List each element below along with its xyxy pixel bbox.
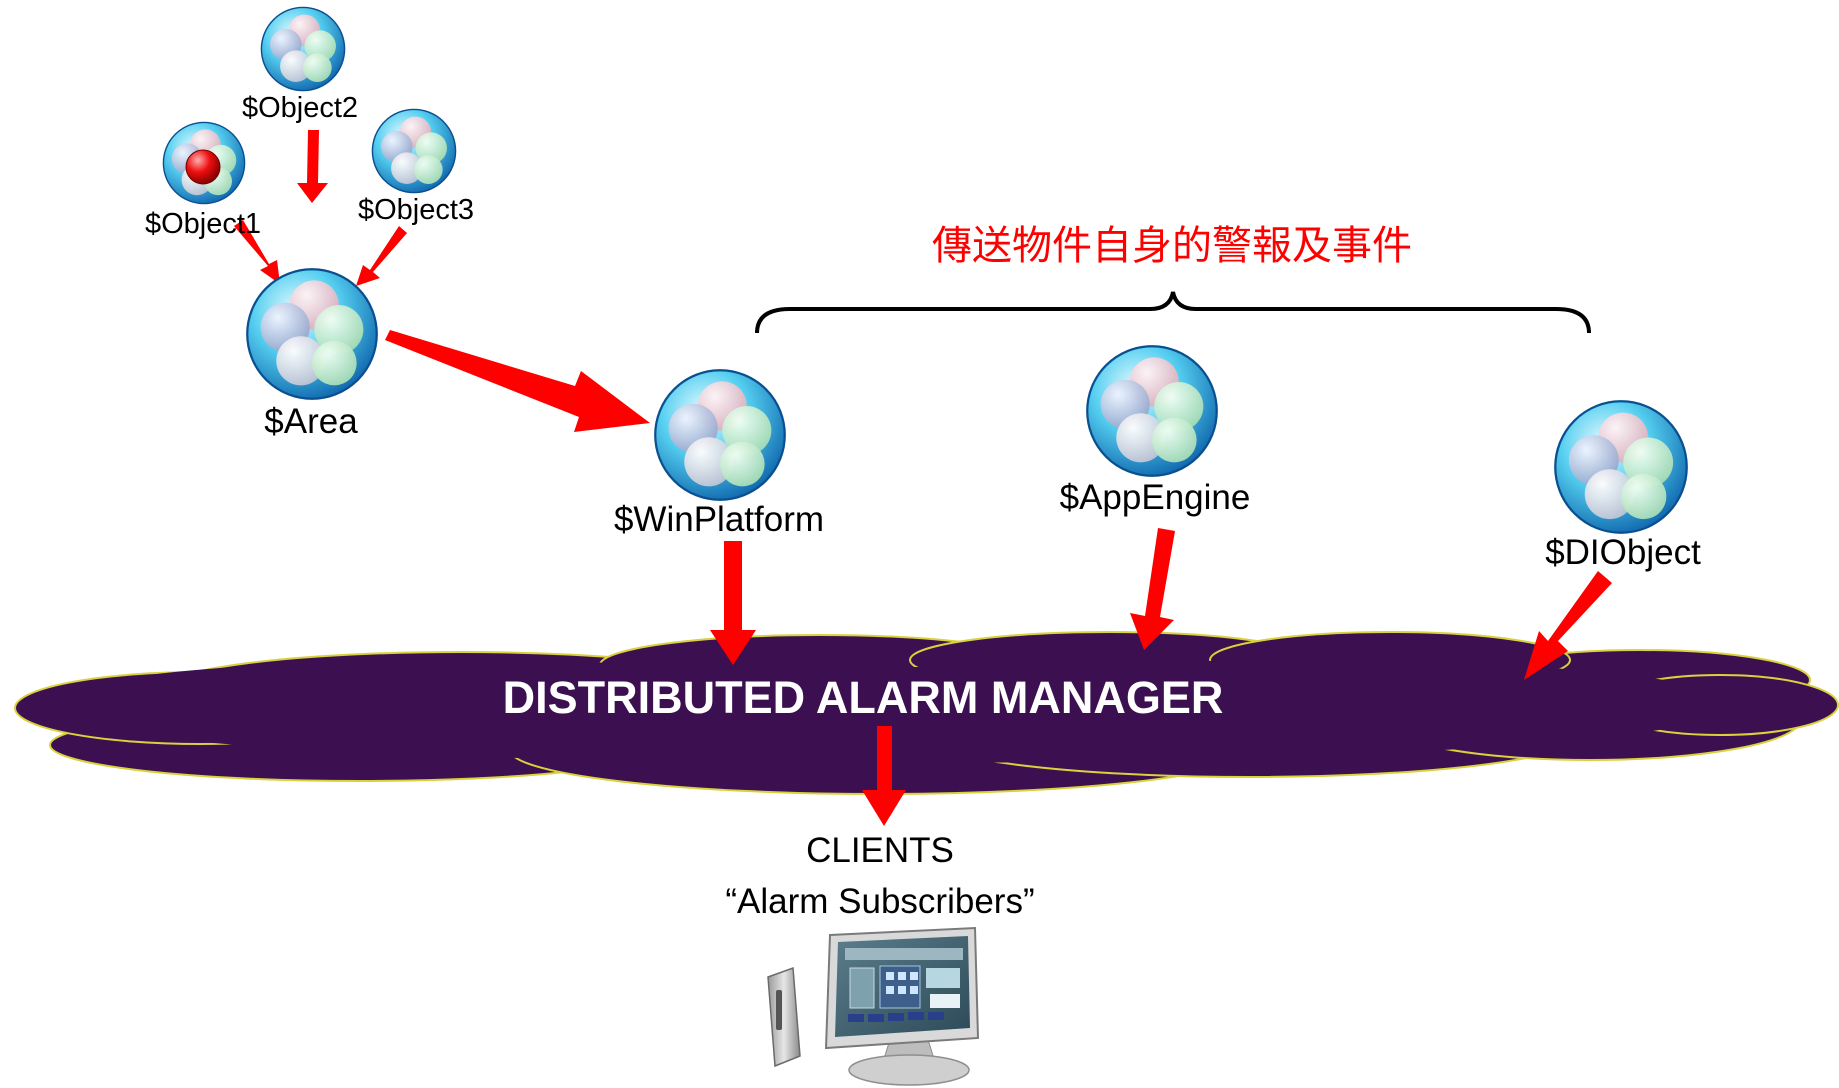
arrow-area-to-winplatform (385, 330, 650, 432)
alarm-manager-label: DISTRIBUTED ALARM MANAGER (503, 672, 1224, 723)
arrow-cloud-to-clients (862, 726, 906, 826)
computer-monitor-icon (767, 926, 980, 1086)
alarm-manager-cloud (14, 631, 1839, 795)
annotation-text: 傳送物件自身的警報及事件 (932, 223, 1412, 269)
diobject-icon (1554, 400, 1688, 534)
arrow-appengine-to-cloud (1130, 528, 1175, 650)
arrow-object3-to-area (356, 226, 407, 286)
object2-icon (260, 6, 346, 92)
arrows (234, 130, 1612, 826)
arrow-diobject-to-cloud (1524, 571, 1612, 680)
arrow-winplatform-to-cloud (710, 541, 756, 665)
clients-subtitle: “Alarm Subscribers” (725, 882, 1034, 921)
object2-label: $Object2 (242, 92, 358, 124)
alarm-indicator-icon (185, 149, 221, 185)
arrow-object1-to-area (234, 220, 280, 284)
arrow-object2-down (297, 130, 328, 203)
diobject-label: $DIObject (1545, 533, 1701, 572)
clients-title: CLIENTS (806, 831, 954, 870)
object3-icon (371, 108, 457, 194)
object3-label: $Object3 (358, 194, 474, 226)
area-label: $Area (264, 402, 358, 441)
object1-label: $Object1 (145, 208, 261, 240)
winplatform-label: $WinPlatform (614, 500, 824, 539)
winplatform-icon (654, 369, 786, 501)
area-icon (246, 268, 378, 400)
appengine-label: $AppEngine (1060, 478, 1251, 517)
appengine-icon (1086, 345, 1218, 477)
annotation-brace (755, 291, 1591, 334)
